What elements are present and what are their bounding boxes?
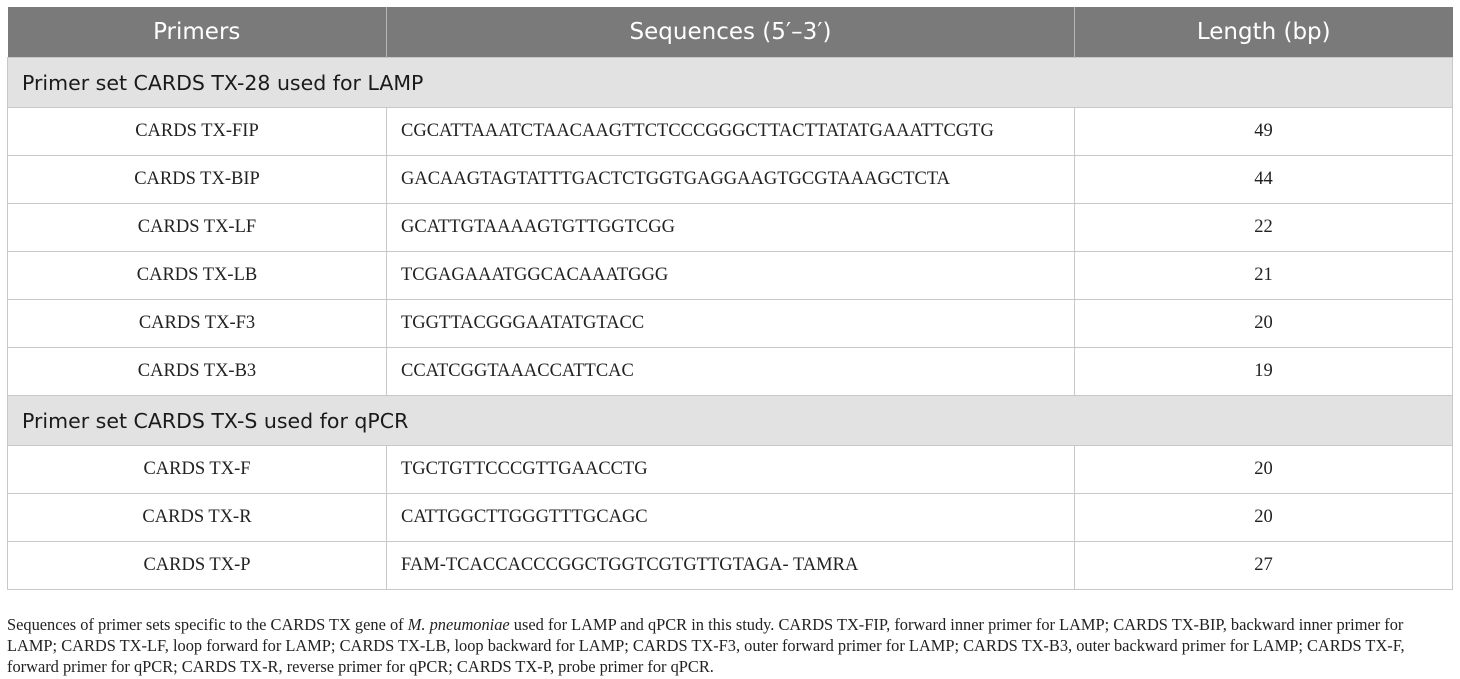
primer-length: 49 [1074,107,1453,156]
primer-length: 20 [1074,493,1453,542]
primer-length: 22 [1074,203,1453,252]
primer-name: CARDS TX-BIP [7,155,387,204]
primer-sequence: TGGTTACGGGAATATGTACC [386,299,1075,348]
section-title: Primer set CARDS TX-S used for qPCR [7,395,1453,446]
table-row: CARDS TX-FIP CGCATTAAATCTAACAAGTTCTCCCGG… [7,107,1453,156]
primer-name: CARDS TX-P [7,541,387,590]
primer-length: 19 [1074,347,1453,396]
header-sequences: Sequences (5′–3′) [386,7,1075,58]
primer-sequence: GACAAGTAGTATTTGACTCTGGTGAGGAAGTGCGTAAAGC… [386,155,1075,204]
primer-length: 27 [1074,541,1453,590]
primer-length: 20 [1074,299,1453,348]
table-row: CARDS TX-R CATTGGCTTGGGTTTGCAGC 20 [7,493,1453,542]
primer-length: 20 [1074,445,1453,494]
primer-name: CARDS TX-F3 [7,299,387,348]
table-row: CARDS TX-F3 TGGTTACGGGAATATGTACC 20 [7,299,1453,348]
header-length: Length (bp) [1074,7,1453,58]
footnote-organism: M. pneumoniae [407,615,510,635]
table-row: CARDS TX-LB TCGAGAAATGGCACAAATGGG 21 [7,251,1453,300]
footnote-text-start: Sequences of primer sets specific to the… [7,615,408,635]
primer-name: CARDS TX-LB [7,251,387,300]
primer-name: CARDS TX-R [7,493,387,542]
primer-name: CARDS TX-LF [7,203,387,252]
primer-table-container: Primers Sequences (5′–3′) Length (bp) Pr… [7,7,1453,590]
header-primers: Primers [7,7,387,58]
section-row-qpcr: Primer set CARDS TX-S used for qPCR [7,395,1453,446]
primer-name: CARDS TX-F [7,445,387,494]
table-row: CARDS TX-P FAM-TCACCACCCGGCTGGTCGTGTTGTA… [7,541,1453,590]
table-footnote: Sequences of primer sets specific to the… [7,614,1452,677]
primer-length: 21 [1074,251,1453,300]
footnote-text-end: used for LAMP and qPCR in this study. CA… [7,615,1405,677]
primer-sequence: CCATCGGTAAACCATTCAC [386,347,1075,396]
section-row-lamp: Primer set CARDS TX-28 used for LAMP [7,57,1453,108]
primer-table: Primers Sequences (5′–3′) Length (bp) Pr… [7,7,1453,590]
table-row: CARDS TX-BIP GACAAGTAGTATTTGACTCTGGTGAGG… [7,155,1453,204]
primer-length: 44 [1074,155,1453,204]
table-row: CARDS TX-LF GCATTGTAAAAGTGTTGGTCGG 22 [7,203,1453,252]
primer-sequence: CATTGGCTTGGGTTTGCAGC [386,493,1075,542]
section-title: Primer set CARDS TX-28 used for LAMP [7,57,1453,108]
table-row: CARDS TX-B3 CCATCGGTAAACCATTCAC 19 [7,347,1453,396]
primer-name: CARDS TX-B3 [7,347,387,396]
primer-sequence: TGCTGTTCCCGTTGAACCTG [386,445,1075,494]
table-header-row: Primers Sequences (5′–3′) Length (bp) [7,7,1453,58]
primer-sequence: TCGAGAAATGGCACAAATGGG [386,251,1075,300]
primer-sequence: CGCATTAAATCTAACAAGTTCTCCCGGGCTTACTTATATG… [386,107,1075,156]
primer-name: CARDS TX-FIP [7,107,387,156]
primer-sequence: FAM-TCACCACCCGGCTGGTCGTGTTGTAGA- TAMRA [386,541,1075,590]
table-row: CARDS TX-F TGCTGTTCCCGTTGAACCTG 20 [7,445,1453,494]
primer-sequence: GCATTGTAAAAGTGTTGGTCGG [386,203,1075,252]
